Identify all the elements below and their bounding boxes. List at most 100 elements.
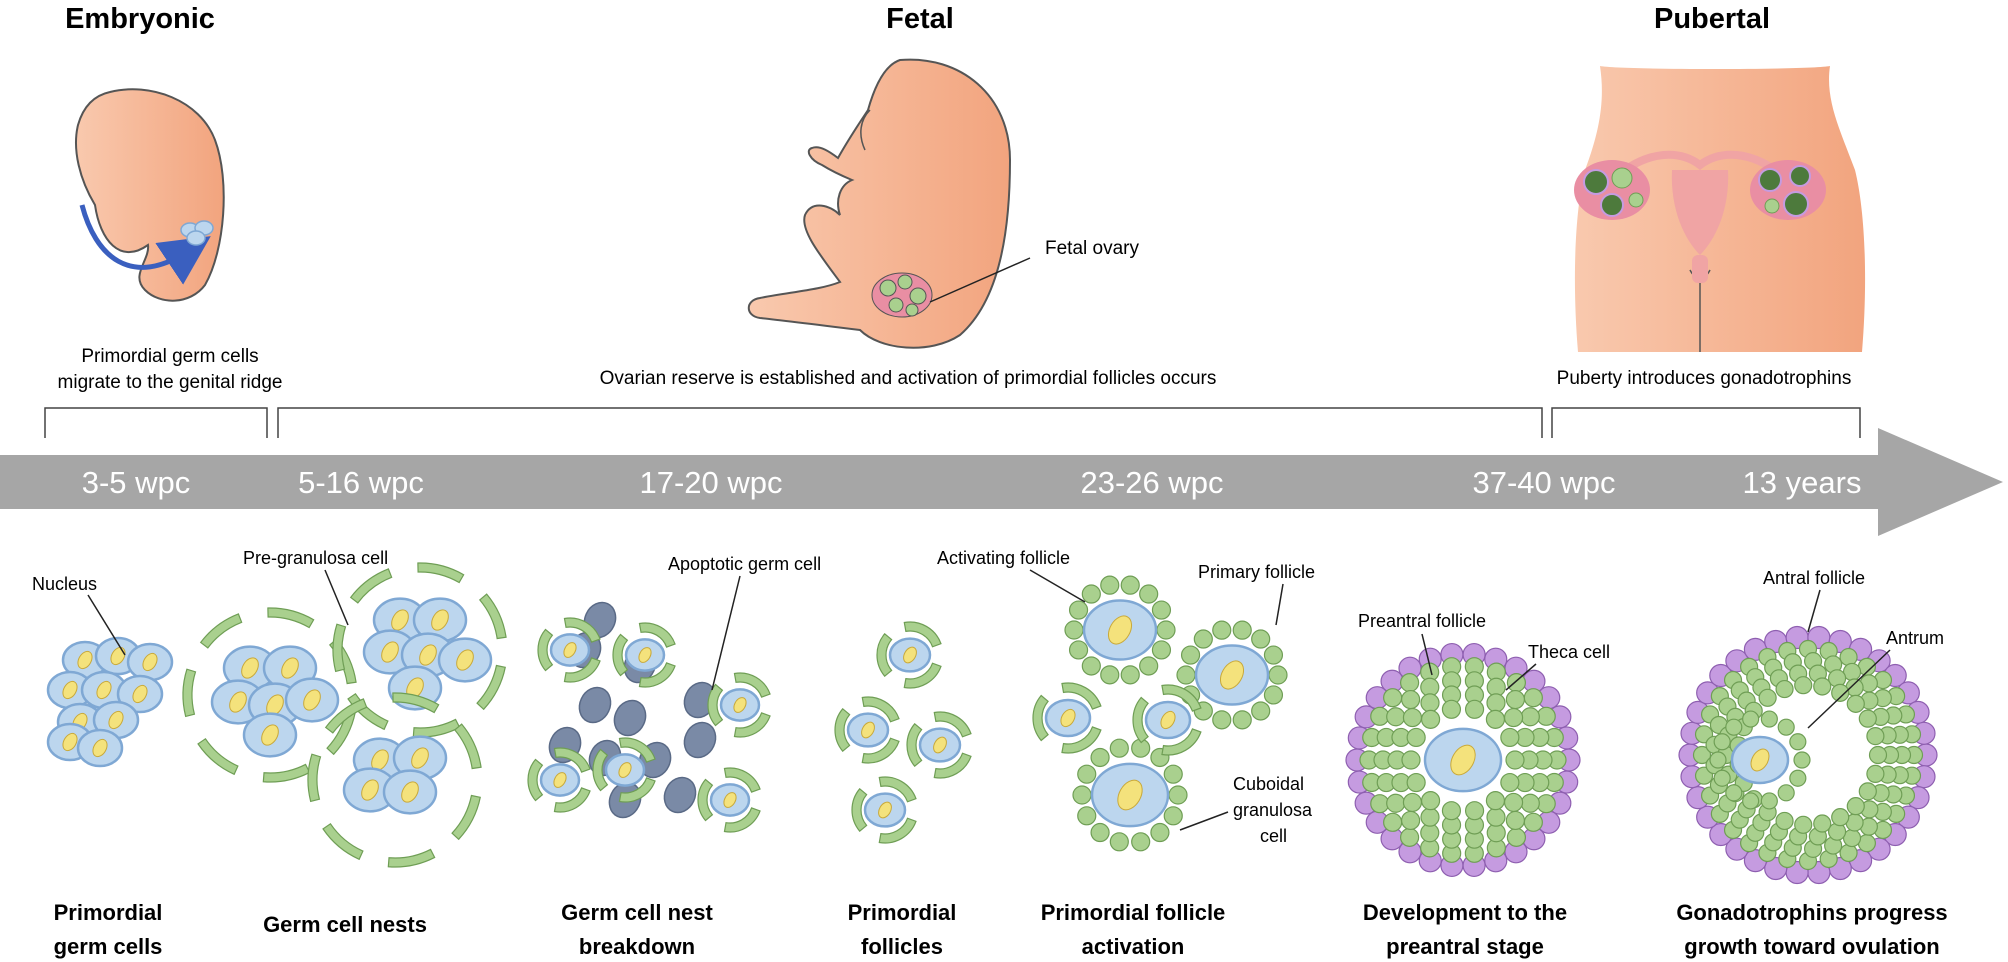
germ-cell-cluster-icon (180, 220, 214, 246)
oocyte-nucleus (723, 792, 737, 808)
note-pubertal: Puberty introduces gonadotrophins (1557, 368, 1852, 389)
granulosa-cell (1500, 772, 1520, 793)
granulosa-cell (1485, 791, 1506, 811)
granulosa-cell (1464, 801, 1485, 821)
oocyte-nucleus (1107, 615, 1133, 645)
label-theca-cell: Theca cell (1528, 642, 1610, 662)
timeline-arrow (0, 428, 2003, 536)
pre-granulosa-cell (453, 723, 482, 770)
label-pre-granulosa: Pre-granulosa cell (243, 548, 388, 568)
cumulus-cell (1777, 718, 1795, 736)
granulosa-cell (1251, 629, 1271, 649)
oocyte-nucleus (419, 644, 437, 666)
granulosa-cell (1858, 782, 1877, 801)
pre-granulosa-cell (906, 722, 923, 768)
oocyte-nucleus (1117, 779, 1143, 811)
granulosa-cell (1420, 807, 1440, 827)
oocyte-nucleus (638, 647, 652, 663)
oocyte-nucleus (456, 649, 474, 671)
pre-granulosa-cell (1061, 682, 1102, 710)
pre-granulosa-cell (412, 718, 461, 738)
caption-line2: follicles (861, 934, 943, 959)
granulosa-cell (1505, 750, 1525, 770)
granulosa-cell (1846, 694, 1865, 713)
oocyte-nucleus (903, 646, 917, 664)
bracket-fetal (277, 407, 1543, 438)
pre-granulosa-cell (478, 593, 507, 640)
oocyte-nucleus (878, 801, 892, 819)
oocyte-nucleus (733, 697, 747, 713)
pre-granulosa-cell (707, 683, 724, 727)
oocyte-nucleus (62, 732, 78, 752)
timeline-label: 13 years (1743, 465, 1862, 500)
label-cuboidal-3: cell (1260, 826, 1287, 846)
granulosa-cell (1077, 806, 1097, 826)
pre-granulosa-cell (199, 613, 243, 649)
granulosa-cell (1520, 793, 1540, 813)
pre-granulosa-cell (723, 807, 761, 833)
granulosa-cell (1441, 801, 1462, 821)
fetal-ovary-icon (871, 272, 933, 318)
granulosa-cell (1120, 575, 1140, 595)
granulosa-cell (1268, 665, 1288, 685)
granulosa-cell (1758, 688, 1777, 707)
granulosa-cell (1500, 727, 1520, 748)
stage-heading-embryonic: Embryonic (65, 3, 215, 35)
panel-preantral (1345, 642, 1581, 878)
oocyte-nucleus (1450, 744, 1476, 776)
granulosa-cell (1081, 656, 1101, 676)
granulosa-cell (1263, 685, 1284, 705)
granulosa-cell (1150, 822, 1170, 843)
granulosa-cell (1520, 707, 1540, 727)
pre-granulosa-cell (638, 662, 676, 688)
pre-granulosa-cell (851, 787, 868, 833)
cumulus-cell (1789, 733, 1807, 751)
oocyte-nucleus (1060, 708, 1076, 728)
label-preantral-follicle: Preantral follicle (1358, 611, 1486, 631)
granulosa-cell (1370, 794, 1390, 814)
stage-heading-pubertal: Pubertal (1654, 3, 1770, 35)
granulosa-cell (1406, 727, 1426, 748)
cumulus-cell (1709, 751, 1727, 769)
pre-granulosa-cell (618, 737, 656, 763)
granulosa-cell (1109, 832, 1129, 852)
pre-granulosa-cell (697, 778, 714, 822)
pre-granulosa-cell (182, 668, 197, 718)
caption-line2: activation (1082, 934, 1185, 959)
note-fetal: Ovarian reserve is established and activ… (600, 368, 1217, 389)
granulosa-cell (1536, 706, 1556, 726)
granulosa-cell (1100, 575, 1120, 595)
pre-granulosa-cell (563, 657, 601, 683)
pre-granulosa-cell (324, 698, 368, 734)
label-cuboidal-2: granulosa (1233, 800, 1313, 820)
pre-granulosa-cell (332, 623, 347, 673)
granulosa-cell (1212, 620, 1232, 640)
timeline-label: 17-20 wpc (639, 465, 782, 500)
pre-granulosa-cell (903, 621, 942, 648)
oocyte-nucleus (553, 772, 567, 788)
pre-granulosa-cell (638, 622, 676, 648)
granulosa-cell (1251, 701, 1271, 721)
pre-granulosa-cell (834, 707, 851, 753)
granulosa-cell (1077, 764, 1097, 784)
caption-line1: Development to the (1363, 900, 1567, 925)
granulosa-cell (1402, 792, 1423, 813)
pre-granulosa-cell (537, 628, 554, 672)
granulosa-cell (1193, 629, 1213, 649)
granulosa-cell (1401, 810, 1421, 831)
pre-granulosa-cell (876, 632, 893, 678)
granulosa-cell (1068, 640, 1089, 660)
oocyte-nucleus (1750, 748, 1770, 772)
bracket-pubertal (1551, 407, 1861, 438)
granulosa-cell (1068, 600, 1089, 620)
caption-line2: germ cells (54, 934, 163, 959)
oocyte-nucleus (381, 641, 399, 663)
oocyte-nucleus (241, 657, 259, 679)
granulosa-cell (1163, 806, 1183, 826)
pre-granulosa-cell (861, 737, 900, 764)
timeline-label: 37-40 wpc (1472, 465, 1615, 500)
granulosa-cell (1081, 584, 1101, 604)
panel-germ-cell-nests (182, 562, 507, 868)
label-antral-follicle: Antral follicle (1763, 568, 1865, 588)
granulosa-cell (1523, 688, 1543, 708)
